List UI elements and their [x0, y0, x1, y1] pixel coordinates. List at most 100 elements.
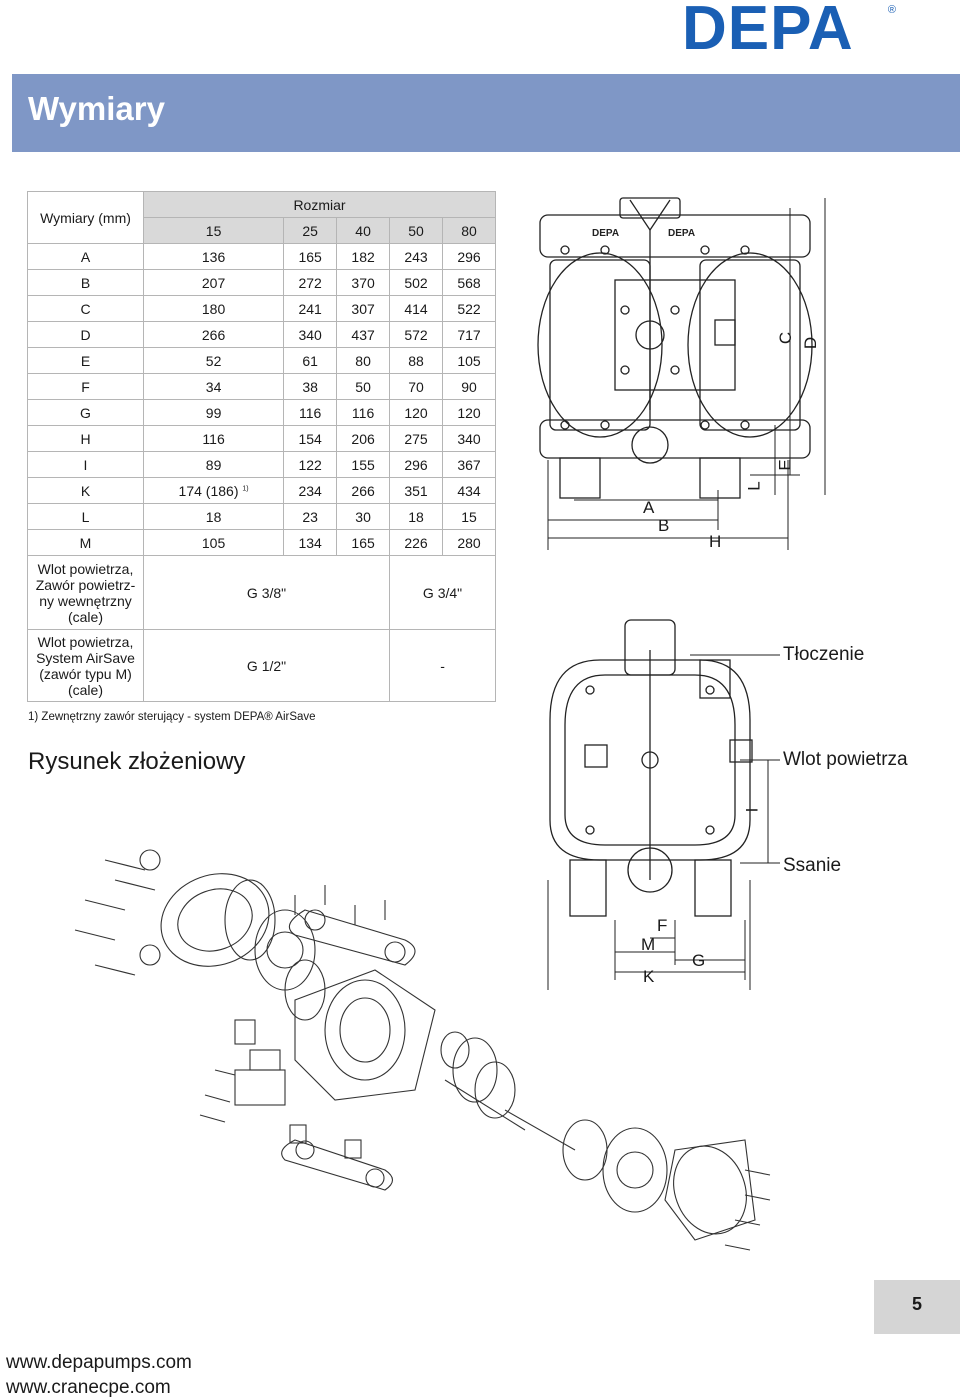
size-header: 80 [442, 217, 496, 244]
table-cell: 307 [336, 295, 391, 322]
table-cell: 134 [283, 529, 338, 556]
table-cell: 23 [283, 503, 338, 530]
label-line: ny wewnętrzny [39, 592, 132, 609]
table-group-label: Rozmiar [143, 191, 496, 218]
size-header: 15 [142, 217, 285, 244]
size-header: 25 [283, 217, 338, 244]
table-cell: 572 [389, 321, 444, 348]
table-footnote: 1) Zewnętrzny zawór sterujący - system D… [28, 711, 316, 723]
label-line: System AirSave [36, 649, 135, 666]
size-header: 50 [389, 217, 444, 244]
table-row-air-inlet-airsave: Wlot powietrza, System AirSave (zawór ty… [27, 629, 496, 702]
table-cell: 89 [142, 451, 285, 478]
callout-suction: Ssanie [783, 855, 842, 876]
label-line: Wlot powietrza, [37, 633, 134, 650]
logo-text: DEPA [682, 0, 854, 63]
table-row-air-inlet-internal: Wlot powietrza, Zawór powietrz- ny wewnę… [27, 555, 496, 630]
website-link-depa[interactable]: www.depapumps.com [6, 1352, 192, 1373]
table-cell: 234 [283, 477, 338, 504]
table-cell: 206 [336, 425, 391, 452]
table-cell: 61 [283, 347, 338, 374]
table-cell: 116 [142, 425, 285, 452]
dim-label-l: L [744, 481, 764, 491]
table-cell: 717 [442, 321, 496, 348]
table-cell: 296 [442, 243, 496, 270]
logo-registered-mark: ® [887, 4, 896, 16]
table-sizes-row: 15 25 40 50 80 [28, 217, 496, 244]
table-cell: 437 [336, 321, 391, 348]
label-line: Zawór powietrz- [35, 576, 136, 593]
table-cell: 340 [442, 425, 496, 452]
dim-label-i: I [742, 807, 762, 813]
table-cell: 90 [442, 373, 496, 400]
pump-front-view-drawing: DEPA DEPA [537, 197, 826, 550]
assembly-drawing-title: Rysunek złożeniowy [28, 748, 246, 775]
table-cell: 165 [283, 243, 338, 270]
table-cell: 241 [283, 295, 338, 322]
table-cell: 340 [283, 321, 338, 348]
table-cell: 226 [389, 529, 444, 556]
table-cell: 52 [142, 347, 285, 374]
dim-label-d: D [801, 336, 821, 350]
table-cell: 180 [142, 295, 285, 322]
depa-logo: DEPA ® [682, 0, 896, 60]
table-cell: 207 [142, 269, 285, 296]
table-cell: 434 [442, 477, 496, 504]
table-cell: 88 [389, 347, 444, 374]
dim-label-m: M [641, 935, 656, 954]
cell-value: 174 (186) [178, 482, 239, 499]
table-cell: 99 [142, 399, 285, 426]
table-cell: 136 [142, 243, 285, 270]
page-number: 5 [911, 1294, 922, 1314]
table-corner-label: Wymiary (mm) [27, 191, 144, 244]
dim-label-k: K [643, 967, 655, 986]
table-cell: 280 [442, 529, 496, 556]
exploded-assembly-drawing [74, 849, 771, 1251]
table-cell: 522 [442, 295, 496, 322]
table-cell: 414 [389, 295, 444, 322]
table-cell: 80 [336, 347, 391, 374]
label-line: (cale) [67, 608, 103, 625]
row-label-multiline: Wlot powietrza, System AirSave (zawór ty… [27, 629, 144, 702]
row-label-multiline: Wlot powietrza, Zawór powietrz- ny wewnę… [27, 555, 144, 630]
table-cell: 70 [389, 373, 444, 400]
table-cell: 266 [336, 477, 391, 504]
table-cell: 165 [336, 529, 391, 556]
table-cell: 30 [336, 503, 391, 530]
row-label: A [27, 243, 144, 270]
page-number-box: 5 [874, 1280, 960, 1334]
table-cell: 120 [442, 399, 496, 426]
table-cell: 154 [283, 425, 338, 452]
table-cell: 105 [142, 529, 285, 556]
row-label: G [27, 399, 144, 426]
row-label: K [27, 477, 144, 504]
row-label: D [27, 321, 144, 348]
table-cell: 370 [336, 269, 391, 296]
section-banner: Wymiary [12, 74, 960, 152]
page-title: Wymiary [28, 90, 165, 127]
row-label: F [27, 373, 144, 400]
row-label: M [27, 529, 144, 556]
row-label: E [27, 347, 144, 374]
row-label: B [27, 269, 144, 296]
table-cell: 120 [389, 399, 444, 426]
footnote-ref: 1) [242, 484, 249, 492]
pump-side-view-drawing [547, 619, 780, 990]
table-header-row: Wymiary (mm) Rozmiar [27, 191, 496, 244]
website-link-crane[interactable]: www.cranecpe.com [6, 1377, 171, 1398]
row-label: C [27, 295, 144, 322]
table-cell: 50 [336, 373, 391, 400]
row-label: I [27, 451, 144, 478]
table-cell: 243 [389, 243, 444, 270]
table-cell: 266 [142, 321, 285, 348]
dim-label-b: B [658, 516, 670, 535]
